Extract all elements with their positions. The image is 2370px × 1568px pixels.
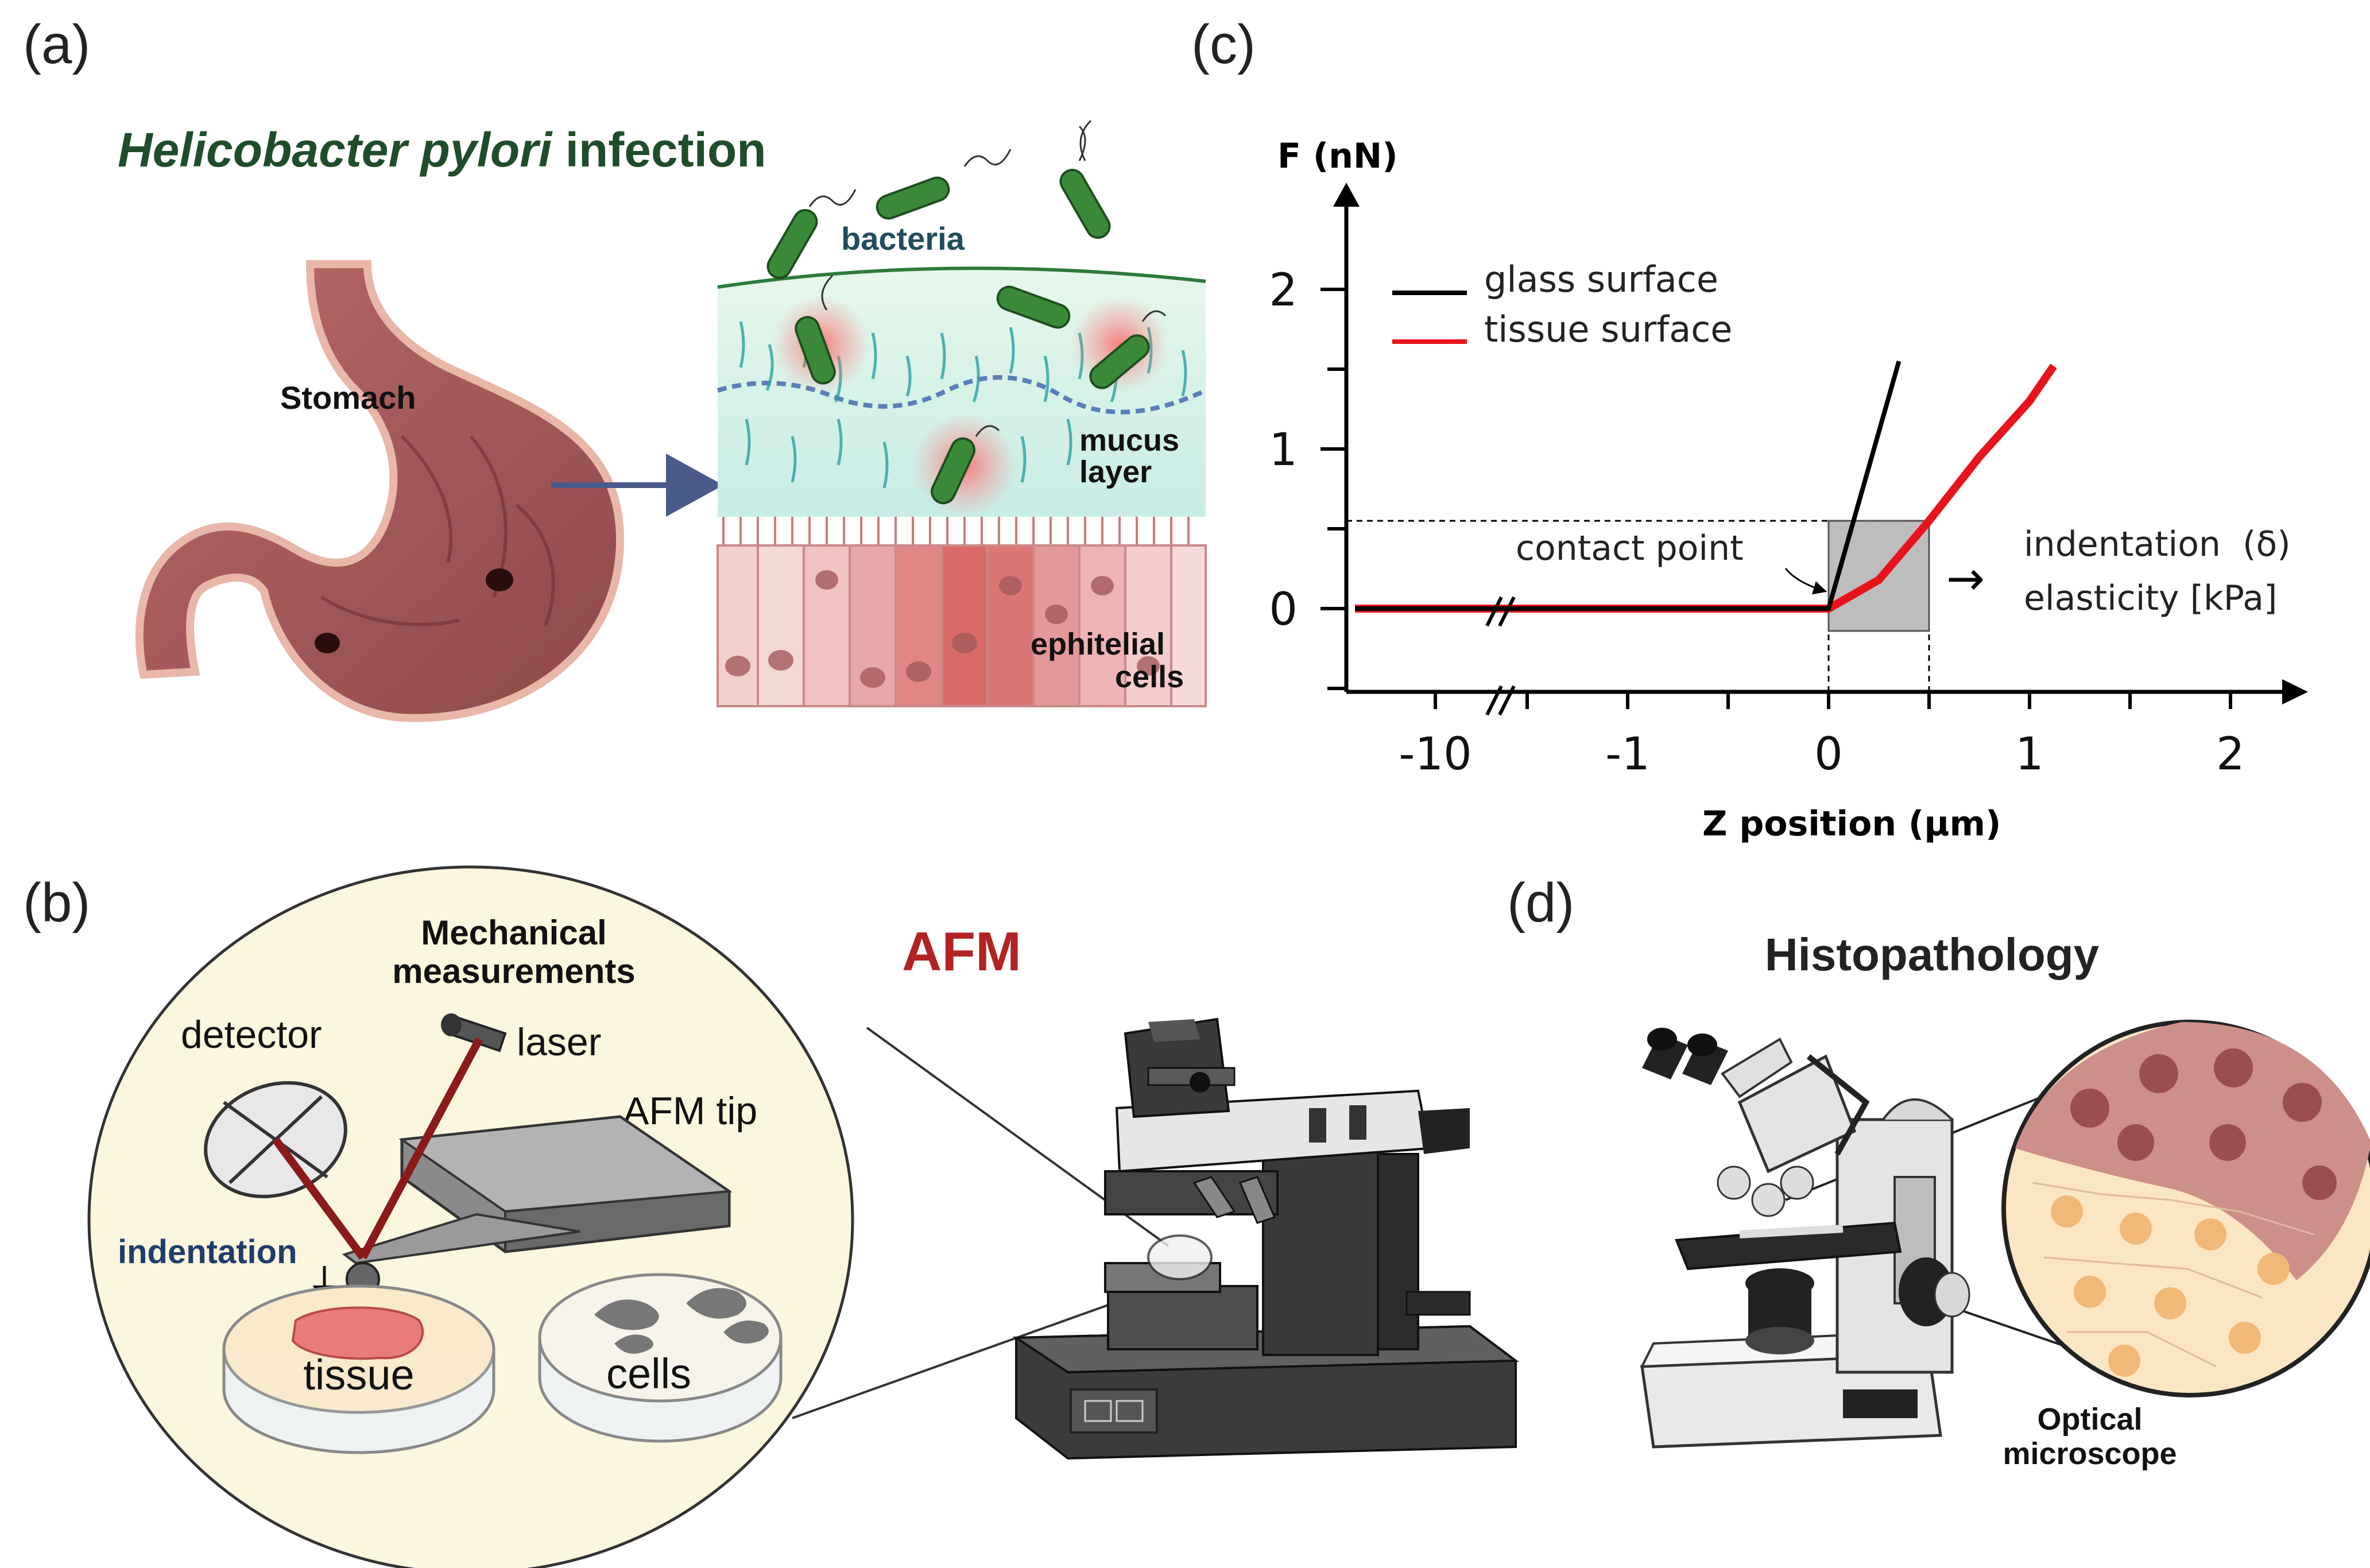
mechanical-label-line1: Mechanical [421,913,606,952]
x-tick-label: -10 [1399,729,1471,780]
panel-d: Histopathology [1640,929,2370,1471]
y-tick-label: 2 [1269,265,1298,316]
mucus-layer-illustration: bacteria mucus layer ephitelial cells [717,119,1207,707]
chart-series [1355,361,2057,613]
indentation-label: indentation [118,1233,297,1271]
panel-a-title: Helicobacter pylori infection [118,123,766,177]
laser-beams [272,1037,483,1260]
y-tick-label: 0 [1269,584,1298,636]
legend-glass-label: glass surface [1484,258,1718,300]
y-tick-label: 1 [1269,424,1298,476]
contact-point-label: contact point [1516,528,1744,568]
bacteria-label: bacteria [841,220,965,257]
elasticity-label: elasticity [kPa] [2024,578,2277,618]
stomach-label: Stomach [280,380,416,416]
indentation-delta-label: indentation (δ) [2024,524,2291,564]
panel-label-a: (a) [23,14,90,75]
optical-microscope-label-line2: microscope [2003,1437,2177,1471]
epithelial-label-line2: cells [1115,660,1184,694]
cells-dish [538,1273,783,1443]
afm-title: AFM [902,921,1021,982]
panel-label-d: (d) [1507,872,1574,934]
stomach-to-mucus-arrow [551,454,723,517]
x-tick-label: 2 [2216,729,2245,780]
x-tick-label: 0 [1814,729,1843,780]
mucus-label-line1: mucus [1079,423,1179,458]
laser-label: laser [517,1020,601,1064]
detector-label: detector [181,1013,322,1056]
histology-magnified-view [2001,1020,2370,1397]
chart-ylabel: F (nN) [1277,136,1398,176]
chart-legend: glass surface tissue surface [1392,258,1732,350]
afm-tip-label: AFM tip [623,1089,757,1133]
optical-microscope [1640,1028,1970,1449]
chart-axes [1333,183,2308,704]
panel-a: Helicobacter pylori infection Stomach [118,119,1207,722]
mucus-label-line2: layer [1079,455,1152,489]
panel-b: Mechanical measurements detector laser A… [87,865,1519,1568]
legend-tissue-label: tissue surface [1484,308,1732,350]
x-tick-label: -1 [1605,729,1650,780]
chart-xlabel: Z position (µm) [1702,804,2001,844]
panel-label-c: (c) [1191,14,1256,75]
tissue-label: tissue [303,1351,414,1399]
x-tick-label: 1 [2015,729,2044,780]
stomach-illustration: Stomach [135,260,625,722]
optical-microscope-label-line1: Optical [2037,1402,2142,1437]
panel-label-b: (b) [23,872,90,934]
axis-break-marks [1485,596,1516,716]
output-arrow: → [1946,552,1985,605]
epithelial-label-line1: ephitelial [1031,627,1165,661]
tissue-dish [222,1284,495,1454]
series-glass-surface [1355,361,1902,611]
contact-point-arrow [1784,568,1827,595]
mechanical-label-line2: measurements [392,952,636,990]
cells-label: cells [606,1350,691,1397]
tissue-sample [291,1306,424,1360]
bacteria-cluster [766,169,1150,505]
chart-ticks [1320,288,2232,709]
afm-instrument [1012,1017,1519,1460]
histopathology-title: Histopathology [1765,929,2100,980]
